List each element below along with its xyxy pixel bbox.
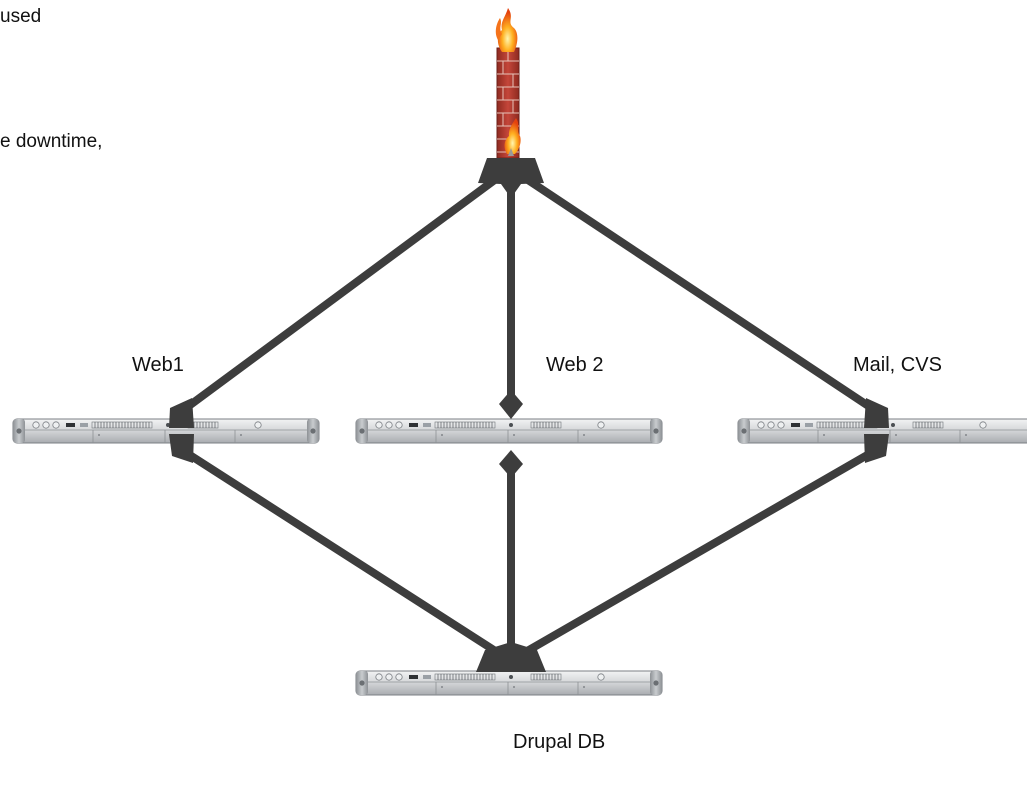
db-hub-connector: [476, 642, 546, 672]
web1-top-connector: [169, 398, 194, 428]
server-mail-cvs: [737, 398, 1027, 463]
connector-mail-db: [518, 446, 880, 658]
firewall-icon: [495, 8, 521, 159]
server-web2: [355, 390, 663, 478]
connector-web1-db: [178, 446, 504, 658]
label-web1: Web1: [132, 354, 184, 376]
mail-bottom-connector: [864, 434, 889, 463]
connector-firewall-mail: [518, 172, 880, 415]
connector-firewall-web1: [178, 172, 504, 415]
web2-top-connector: [499, 390, 523, 419]
connectors: [178, 172, 880, 658]
cropped-text-line-2: e downtime,: [0, 131, 103, 152]
web2-bottom-connector: [499, 450, 523, 478]
label-web2: Web 2: [546, 354, 604, 376]
server-drupal-db: [355, 642, 663, 696]
web1-bottom-connector: [169, 434, 194, 463]
server-web1: [12, 398, 320, 463]
cropped-text-line-1: used: [0, 6, 42, 27]
label-mail-cvs: Mail, CVS: [853, 354, 942, 376]
label-drupal-db: Drupal DB: [513, 731, 606, 753]
firewall-hub-connector: [478, 158, 544, 198]
mail-top-connector: [864, 398, 889, 428]
